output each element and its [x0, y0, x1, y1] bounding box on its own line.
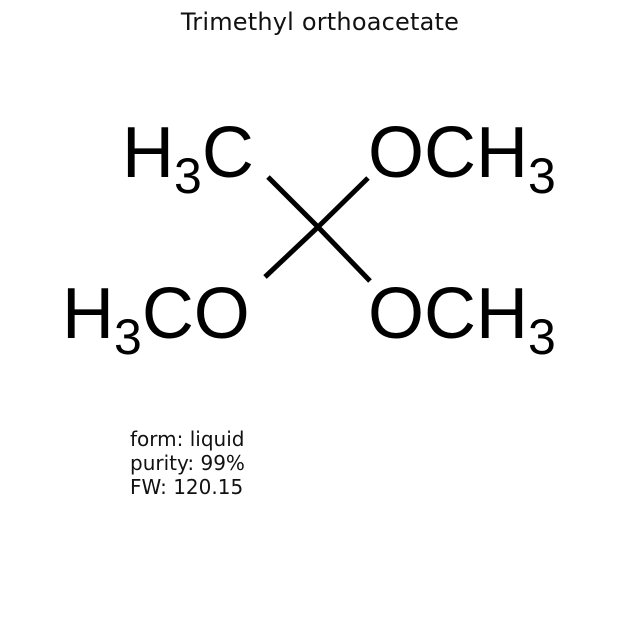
group-methyl: H3C	[122, 113, 254, 204]
property-purity: purity: 99%	[130, 451, 245, 475]
bond-methoxy-bottom-right	[316, 225, 372, 283]
group-methoxy-bottom-left: H3CO	[62, 274, 250, 365]
compound-title: Trimethyl orthoacetate	[180, 8, 460, 36]
properties-list: form: liquid purity: 99% FW: 120.15	[130, 427, 245, 499]
bond-methoxy-top-right	[316, 176, 370, 229]
group-methoxy-bottom-right: OCH3	[368, 274, 556, 365]
property-formula-weight: FW: 120.15	[130, 475, 244, 499]
bond-methyl	[266, 175, 320, 229]
group-methoxy-top-right: OCH3	[368, 113, 556, 204]
property-form: form: liquid	[130, 427, 245, 451]
bond-methoxy-bottom-left	[263, 225, 320, 279]
bonds	[263, 175, 372, 283]
